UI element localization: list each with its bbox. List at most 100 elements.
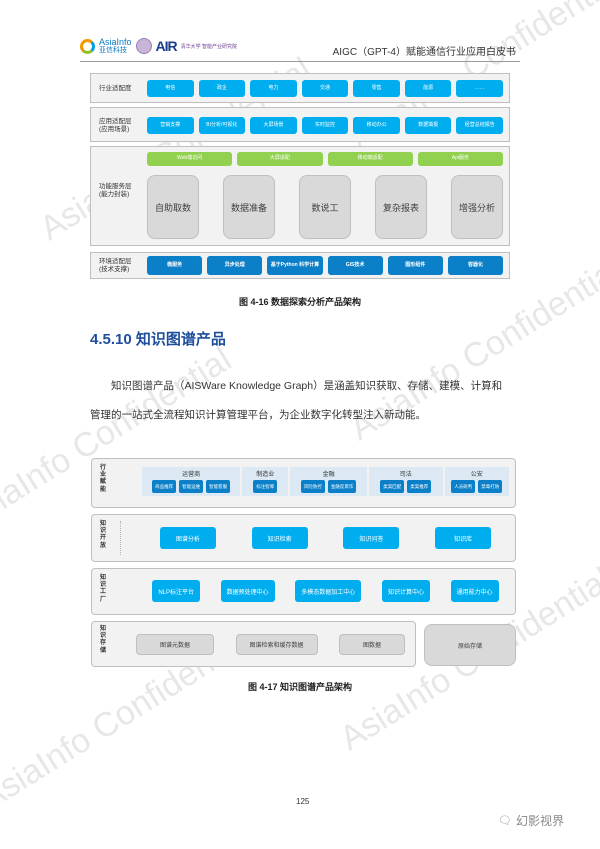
wechat-watermark: 🗨 幻影视界 (498, 812, 564, 829)
kg-factory-chip: 知识计算中心 (381, 580, 430, 602)
channel-chip: 移动端适配 (327, 152, 413, 166)
channel-chip: Web端访问 (147, 152, 233, 166)
kg-storage-chip: 图数据 (339, 634, 405, 655)
function-card: 复杂报表 (375, 175, 427, 239)
layer-label: 行业赋能 (100, 465, 107, 493)
tsinghua-text: 清华大学 智能产业研究院 (180, 43, 238, 50)
figure-knowledge-graph-architecture: 行业赋能 运营商 商品推荐 智能运维 智能客服 制造业 标注智库 金融 风险防控 (91, 458, 516, 667)
tech-chip: 基于Python 科学计算 (267, 256, 323, 275)
industry-chip: 零售 (353, 80, 400, 97)
layer-label-line2: (能力封装) (99, 191, 130, 199)
kg-open-chip: 知识库 (435, 527, 492, 549)
layer-label-line1: 环境适配层 (99, 258, 132, 265)
group-name: 制造业 (256, 472, 275, 478)
tech-chip: 微服务 (147, 256, 203, 275)
function-card: 数说工 (299, 175, 351, 239)
application-chip: BI分析/可视化 (198, 117, 246, 134)
layer-label: 功能服务层 (能力封装) (99, 183, 132, 199)
scenario-chip: 类案推荐 (407, 480, 432, 493)
tech-chip: 异步处理 (207, 256, 263, 275)
kg-open-chip: 知识问答 (343, 527, 400, 549)
industry-group: 运营商 商品推荐 智能运维 智能客服 (142, 467, 241, 496)
wechat-account: 幻影视界 (515, 814, 564, 828)
function-card: 数据准备 (223, 175, 275, 239)
layer-label: 知识工厂 (100, 575, 107, 603)
kg-open-layer: 知识开放 图谱分析 知识检索 知识问答 知识库 (91, 514, 516, 562)
group-name: 运营商 (182, 472, 201, 478)
asiainfo-logo-text: AsiaInfo 亚信科技 (99, 37, 132, 55)
layer-label-line2: (技术支撑) (99, 266, 130, 274)
body-paragraph: 知识图谱产品（AISWare Knowledge Graph）是涵盖知识获取、存… (90, 380, 503, 421)
figure-data-exploration-architecture: 行业适配度 电信 政企 电力 交通 零售 能源 …… 应用适配层 (应用场景) … (90, 73, 510, 283)
kg-factory-chip: 多模态数据加工中心 (295, 580, 362, 602)
kg-factory-chip: 通用能力中心 (450, 580, 499, 602)
scenario-chip: 类案匹配 (380, 480, 405, 493)
figure-caption: 图 4-16 数据探索分析产品架构 (238, 297, 361, 307)
scenario-chip: 标注智库 (253, 480, 278, 493)
application-layer: 应用适配层 (应用场景) 营销支撑 BI分析/可视化 大屏场景 实时监控 移动办… (90, 107, 510, 142)
group-name: 公安 (470, 472, 483, 478)
layer-label-line1: 应用适配层 (99, 118, 132, 125)
industry-chip: 政企 (198, 80, 246, 97)
industry-chip: 电信 (147, 80, 194, 97)
kg-storage-chip: 图谱元数据 (136, 634, 214, 655)
industry-group: 公安 人员研判 禁毒打防 (444, 467, 509, 496)
group-name: 司法 (399, 472, 412, 478)
kg-factory-chip: 数据预处理中心 (220, 580, 275, 602)
scenario-chip: 智能运维 (179, 480, 204, 493)
layer-label: 环境适配层 (技术支撑) (99, 258, 132, 274)
page-header: AsiaInfo 亚信科技 AIR 清华大学 智能产业研究院 AIGC（GPT-… (80, 36, 520, 62)
logo-cn: 亚信科技 (99, 47, 127, 54)
layer-label: 应用适配层 (应用场景) (99, 118, 132, 134)
layer-label: 行业适配度 (99, 85, 132, 92)
page-number: 125 (296, 797, 310, 806)
industry-group: 司法 类案匹配 类案推荐 (368, 467, 443, 496)
scenario-chip: 金融反欺诈 (327, 480, 357, 493)
kg-factory-chip: NLP标注平台 (152, 580, 200, 602)
kg-storage-chip: 图谱检索和缓存数据 (235, 634, 318, 655)
scenario-chip: 智能客服 (206, 480, 231, 493)
tech-chip: 图形组件 (387, 256, 443, 275)
logo-en: AsiaInfo (99, 37, 132, 47)
channel-chip: Api服务 (417, 152, 503, 166)
section-heading: 4.5.10 知识图谱产品 (90, 331, 226, 348)
scenario-chip: 人员研判 (451, 480, 476, 493)
function-card: 增强分析 (451, 175, 503, 239)
scenario-chip: 禁毒打防 (478, 480, 503, 493)
channel-chip: 大屏适配 (237, 152, 323, 166)
application-chip: 经营总结报告 (456, 117, 504, 134)
document-title: AIGC（GPT-4）赋能通信行业应用白皮书 (332, 47, 516, 58)
industry-chip: 电力 (250, 80, 297, 97)
tech-chip: 容器化 (447, 256, 504, 275)
logo-area: AsiaInfo 亚信科技 AIR 清华大学 智能产业研究院 (80, 38, 237, 54)
scenario-chip: 风险防控 (300, 480, 325, 493)
industry-chip: …… (456, 80, 504, 97)
divider (120, 521, 121, 555)
function-card: 自助取数 (147, 175, 199, 239)
kg-storage-layer: 知识存储 图谱元数据 图谱检索和缓存数据 图数据 (91, 621, 416, 667)
industry-group: 金融 风险防控 金融反欺诈 (290, 467, 367, 496)
group-name: 金融 (322, 472, 335, 478)
application-chip: 移动办公 (353, 117, 400, 134)
raw-storage-block: 原始存储 (424, 624, 516, 666)
kg-factory-layer: 知识工厂 NLP标注平台 数据预处理中心 多模态数据加工中心 知识计算中心 通用… (91, 568, 516, 615)
wechat-icon: 🗨 (498, 815, 512, 827)
application-chip: 大屏场景 (250, 117, 297, 134)
industry-layer: 行业适配度 电信 政企 电力 交通 零售 能源 …… (90, 73, 510, 103)
function-layer: 功能服务层 (能力封装) Web端访问 大屏适配 移动端适配 Api服务 自助取… (90, 146, 510, 246)
layer-label: 知识存储 (100, 626, 107, 654)
layer-label-line1: 功能服务层 (99, 183, 132, 190)
application-chip: 实时监控 (301, 117, 349, 134)
scenario-chip: 商品推荐 (152, 480, 177, 493)
kg-industry-layer: 行业赋能 运营商 商品推荐 智能运维 智能客服 制造业 标注智库 金融 风险防控 (91, 458, 516, 508)
layer-label: 知识开放 (100, 521, 107, 549)
application-chip: 数据填报 (404, 117, 452, 134)
tech-chip: GIS技术 (327, 256, 383, 275)
air-logo: AIR (155, 38, 178, 54)
figure-caption: 图 4-17 知识图谱产品架构 (247, 682, 352, 692)
application-chip: 营销支撑 (147, 117, 194, 134)
industry-group: 制造业 标注智库 (242, 467, 289, 496)
kg-open-chip: 知识检索 (251, 527, 308, 549)
environment-layer: 环境适配层 (技术支撑) 微服务 异步处理 基于Python 科学计算 GIS技… (90, 252, 510, 279)
tsinghua-seal-icon (135, 38, 152, 54)
